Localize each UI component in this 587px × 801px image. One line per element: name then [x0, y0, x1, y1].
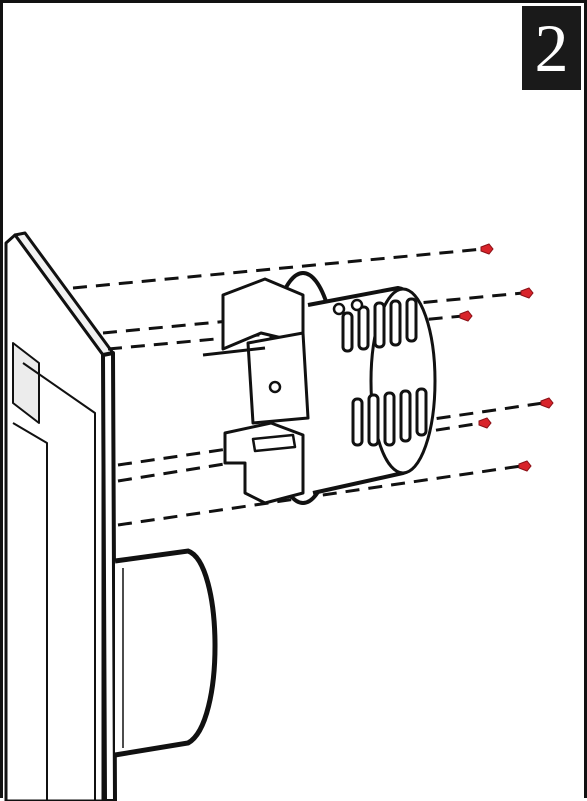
duct-cylinder [114, 548, 218, 758]
slots-bottom [351, 387, 428, 447]
screw-icon [518, 460, 532, 472]
alignment-line-1 [72, 247, 484, 290]
alignment-line-3 [107, 314, 464, 351]
housing-inner-lower [12, 422, 48, 801]
center-screw [268, 380, 282, 394]
duct-outline [114, 548, 218, 758]
screws [459, 243, 554, 472]
screw-icon [480, 243, 494, 255]
housing-edge-line [22, 362, 96, 801]
damper-center-plate [246, 331, 310, 425]
slots-top [341, 297, 418, 353]
step-number-badge: 2 [522, 6, 581, 90]
hinge-pin [202, 346, 266, 357]
screw-icon [540, 397, 554, 409]
damper-tab [251, 433, 297, 453]
assembly-illustration [4, 231, 554, 801]
screw-icon [459, 310, 473, 322]
housing-front-face [101, 351, 117, 801]
collar-hole-2 [350, 298, 364, 312]
mounting-bracket [202, 271, 437, 505]
screw-icon [520, 287, 534, 299]
collar-hole-1 [332, 302, 346, 316]
wall-housing [4, 231, 117, 801]
screw-icon [478, 417, 492, 429]
housing-inner-box [12, 342, 40, 424]
